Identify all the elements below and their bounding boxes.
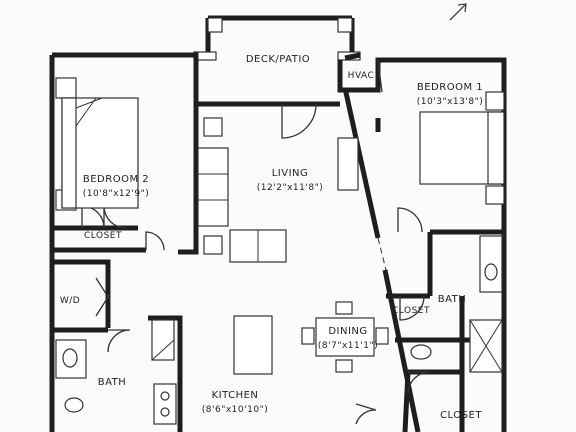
interior-walls — [52, 87, 504, 432]
bedroom-1-label: BEDROOM 1 — [417, 82, 483, 93]
living-dims: (12'2"x11'8") — [257, 183, 323, 193]
living-furniture — [197, 117, 359, 263]
bath-right-label: BATH — [438, 294, 467, 305]
doors — [81, 59, 431, 425]
dining-furniture — [301, 301, 389, 373]
bedroom-1-furniture — [419, 91, 505, 205]
dining-dims: (8'7"x11'1") — [318, 341, 378, 351]
bath-fixtures — [55, 235, 503, 413]
dining-label: DINING — [328, 326, 367, 337]
kitchen-fixtures — [151, 315, 273, 425]
bedroom-2-furniture — [55, 77, 139, 211]
bedroom-2-dims: (10'8"x12'9") — [83, 189, 149, 199]
washer-dryer-label: W/D — [60, 296, 80, 306]
kitchen-dims: (8'6"x10'10") — [202, 405, 268, 415]
bedroom-1-dims: (10'3"x13'8") — [417, 97, 483, 107]
north-arrow-icon — [449, 3, 467, 21]
hvac-label: HVAC — [348, 71, 375, 81]
living-label: LIVING — [272, 168, 309, 179]
bedroom-2-label: BEDROOM 2 — [83, 174, 149, 185]
deck-patio-label: DECK/PATIO — [246, 54, 310, 65]
closet-bottom-label: CLOSET — [440, 410, 482, 421]
closet-bedroom-2-label: CLOSET — [84, 231, 122, 241]
closet-right-label: CLOSET — [392, 306, 430, 316]
bath-left-label: BATH — [98, 377, 127, 388]
kitchen-label: KITCHEN — [212, 390, 259, 401]
